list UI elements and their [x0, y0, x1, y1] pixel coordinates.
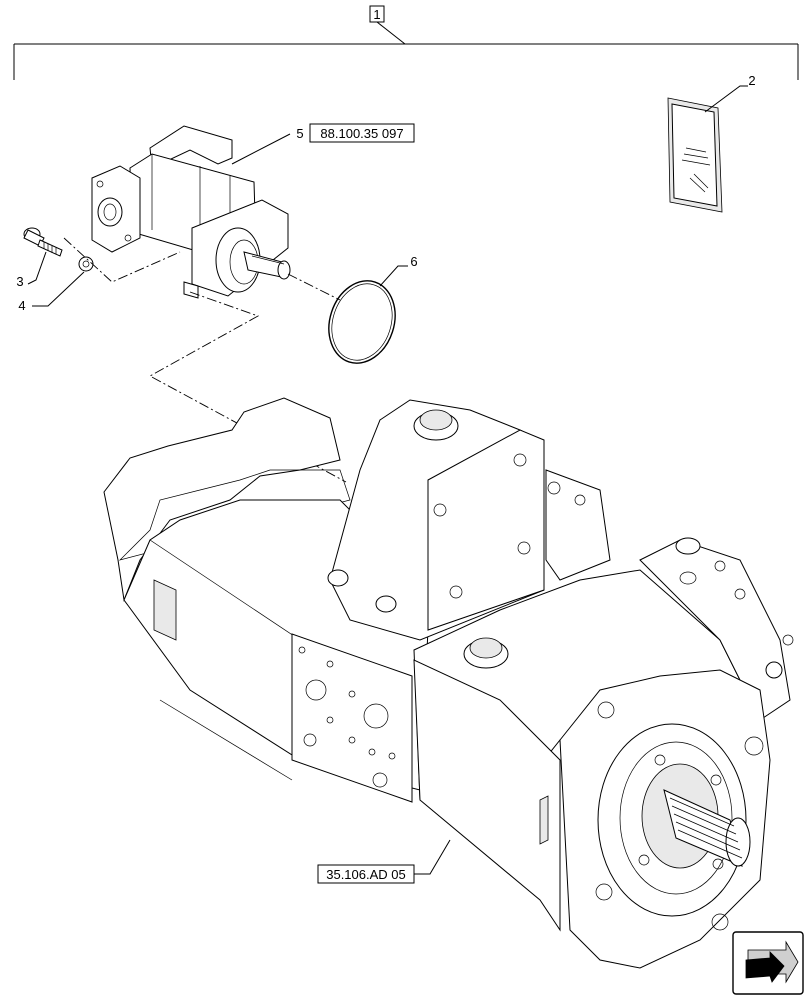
next-page-arrow-icon[interactable]	[732, 931, 804, 995]
o-ring-part	[328, 280, 396, 364]
ref-box-gear-pump	[309, 123, 415, 143]
callout-2-leader: 2	[704, 73, 756, 113]
screw-part	[23, 227, 63, 257]
callout-1: 1	[373, 7, 380, 22]
main-pump-reference[interactable]: 35.106.AD 05	[326, 867, 406, 882]
ref-box-main-pump	[317, 864, 415, 884]
washer-part	[78, 256, 94, 272]
main-hydraulic-pump	[103, 397, 794, 969]
manual-booklet	[667, 97, 723, 213]
callout-4: 4	[18, 298, 25, 313]
callout-5-leader: 5 88.100.35 097	[231, 123, 415, 165]
callout-3: 3	[16, 274, 23, 289]
callout-5: 5	[296, 126, 303, 141]
callout-6: 6	[410, 254, 417, 269]
callout-4-leader: 4	[18, 271, 85, 313]
main-pump-leader: 35.106.AD 05	[317, 839, 451, 884]
gear-pump-reference[interactable]: 88.100.35 097	[320, 126, 403, 141]
assembly-bracket: 1	[13, 5, 799, 80]
callout-2: 2	[748, 73, 755, 88]
gear-pump	[91, 125, 291, 299]
callout-3-leader: 3	[16, 251, 47, 289]
callout-6-leader: 6	[379, 254, 418, 287]
